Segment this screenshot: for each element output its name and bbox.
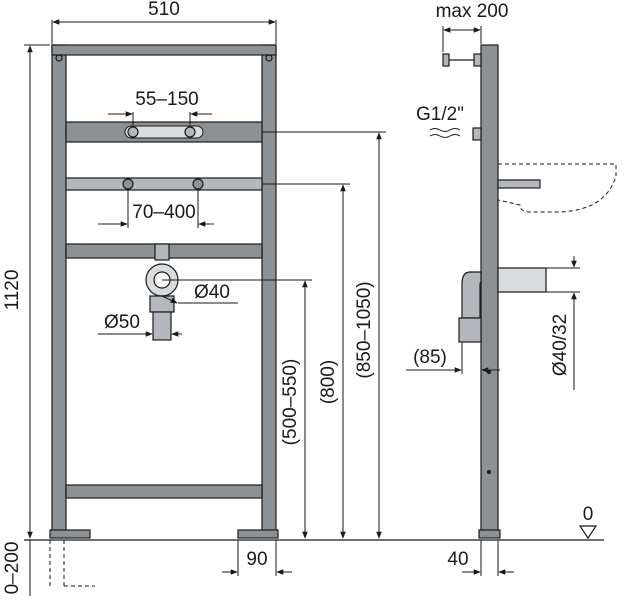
bracket-bar	[65, 177, 263, 191]
tap-spacing-label: 55–150	[135, 89, 198, 110]
side-drain-pipe	[497, 267, 547, 293]
thread-label: G1/2"	[416, 104, 464, 125]
tap-hole-left	[127, 126, 139, 138]
depth-label: max 200	[436, 1, 509, 22]
width-label: 510	[148, 0, 180, 20]
side-view: G1/2" max 200 (85) Ø40/32 40 0	[406, 1, 617, 576]
floor-label: 0	[583, 504, 594, 525]
side-upright	[480, 44, 499, 533]
drain-pipe-label: Ø50	[104, 312, 140, 333]
left-upright	[51, 44, 67, 533]
bracket-spacing-label: 70–400	[132, 202, 195, 223]
offset-label: (85)	[413, 347, 447, 368]
foot-label: 90	[246, 549, 267, 570]
top-rail	[51, 44, 277, 56]
adjust-label: 0–200	[2, 542, 23, 595]
drain-outlet-label: Ø40	[194, 282, 230, 303]
right-upright	[261, 44, 277, 533]
height-label: 1120	[2, 270, 23, 311]
left-foot	[49, 529, 91, 539]
bottom-rail	[65, 484, 263, 499]
base-label: 40	[447, 549, 468, 570]
drain-height-label: (500–550)	[280, 359, 301, 446]
bracket-height-label: (800)	[318, 360, 339, 404]
floor-marker	[578, 525, 598, 540]
tap-hole-right	[184, 126, 196, 138]
tap-height-label: (850–1050)	[354, 281, 375, 378]
pipe-label: Ø40/32	[550, 314, 571, 376]
front-view: 510 1120 0–200 55–150 70–400 Ø40 Ø50	[2, 0, 604, 596]
right-foot	[237, 529, 279, 539]
